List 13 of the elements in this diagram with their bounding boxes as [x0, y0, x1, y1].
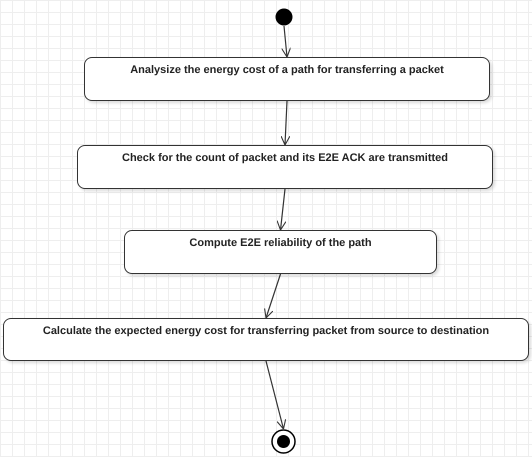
action-label: Compute E2E reliability of the path: [188, 237, 373, 249]
arrow: [280, 100, 290, 146]
arrow: [265, 360, 286, 430]
action-label: Calculate the expected energy cost for transferring packet from source to destination: [42, 325, 490, 337]
action-box: [77, 145, 493, 189]
action-box: [84, 57, 490, 101]
arrow: [264, 274, 282, 319]
arrow: [276, 188, 286, 231]
arrow: [281, 26, 292, 58]
action-box: [124, 230, 437, 274]
action-box: [3, 318, 529, 361]
action-label: Analysize the energy cost of a path for transferring a packet: [129, 64, 445, 76]
action-label: Check for the count of packet and its E2E ACK are transmitted: [121, 152, 449, 164]
